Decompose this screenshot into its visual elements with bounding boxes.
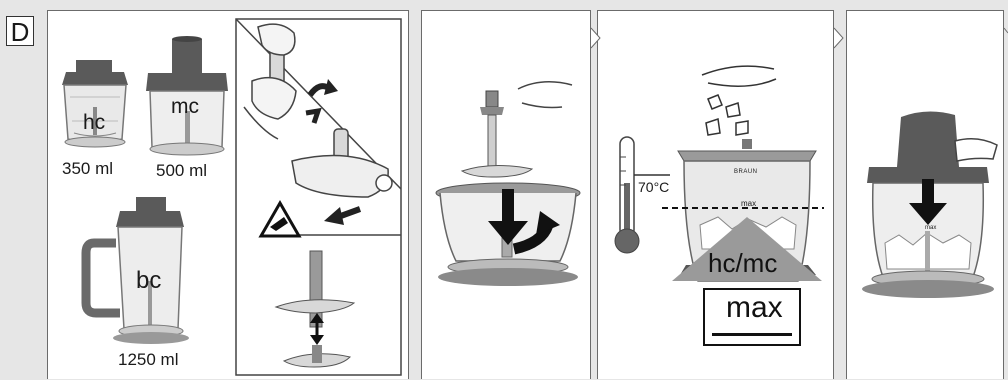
attach-lid-illustration	[847, 11, 1005, 380]
mc-volume: 500 ml	[156, 161, 207, 181]
bc-volume: 1250 ml	[118, 350, 178, 370]
callout-max: max	[726, 291, 783, 325]
callout-models: hc/mc	[708, 248, 777, 279]
panel-insert-blade	[421, 10, 591, 379]
food-pieces-sketch	[702, 66, 776, 135]
section-letter: D	[6, 16, 34, 46]
mc-label: mc	[171, 95, 199, 119]
bc-label: bc	[136, 267, 161, 295]
bowl-brand: BRAUN	[734, 169, 758, 175]
max-underline	[712, 333, 792, 336]
panel-attach-lid: max	[846, 10, 1004, 379]
bowl-max-mark: max	[741, 199, 756, 208]
motor-unit-image	[897, 111, 997, 167]
hand-sketch	[518, 82, 572, 108]
bowl-level-mark: max	[925, 225, 936, 231]
panel-accessories: hc 350 ml mc 500 ml bc 1250 ml	[47, 10, 409, 379]
hc-volume: 350 ml	[62, 159, 113, 179]
blade-image	[462, 91, 532, 177]
thermometer-icon	[615, 137, 639, 253]
insert-blade-illustration	[422, 11, 592, 380]
temperature-label: 70°C	[638, 179, 669, 195]
panel-fill-level: 70°C BRAUN max hc/mc max	[597, 10, 834, 379]
fill-level-illustration	[598, 11, 835, 380]
hc-label: hc	[83, 111, 105, 135]
accessories-illustration	[48, 11, 410, 380]
